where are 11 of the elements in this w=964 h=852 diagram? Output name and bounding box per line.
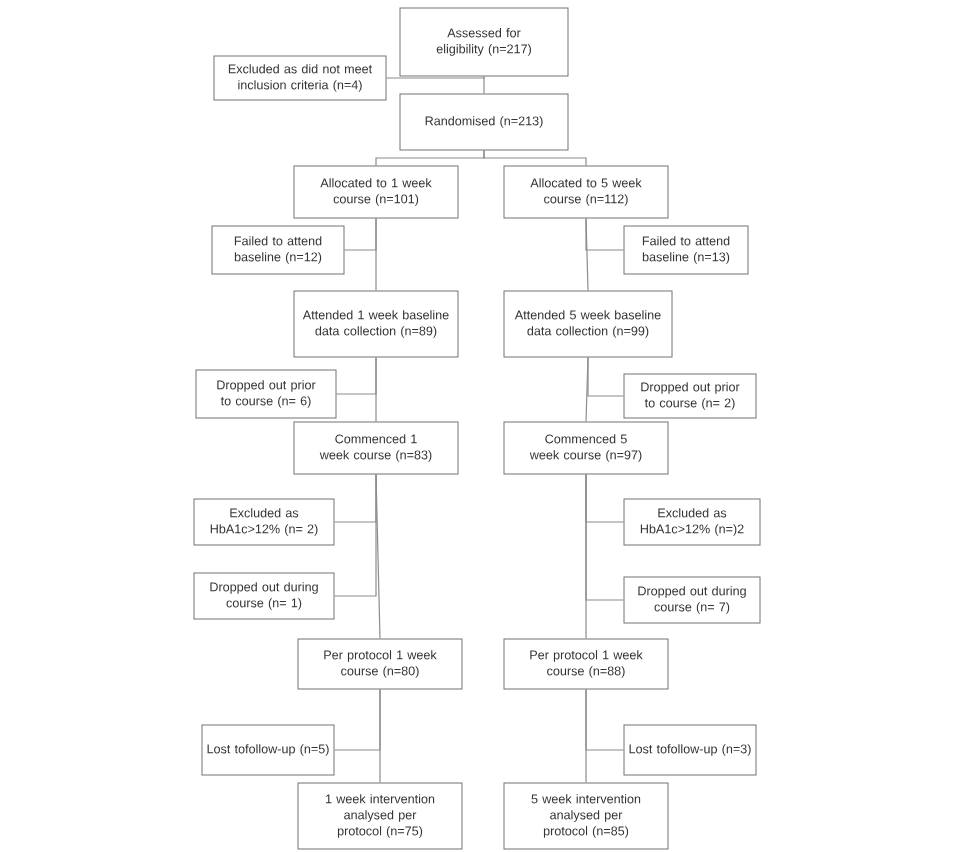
connector-line — [585, 688, 625, 751]
connector-line — [585, 217, 625, 251]
connector-line — [483, 75, 485, 95]
connector-line — [343, 217, 377, 251]
connector-line — [483, 149, 587, 167]
connector-line — [587, 356, 625, 397]
connector-line — [385, 75, 485, 79]
connector-line — [333, 688, 381, 751]
connector-line — [333, 473, 377, 597]
connector-line — [335, 356, 377, 395]
connector-line — [585, 473, 625, 601]
